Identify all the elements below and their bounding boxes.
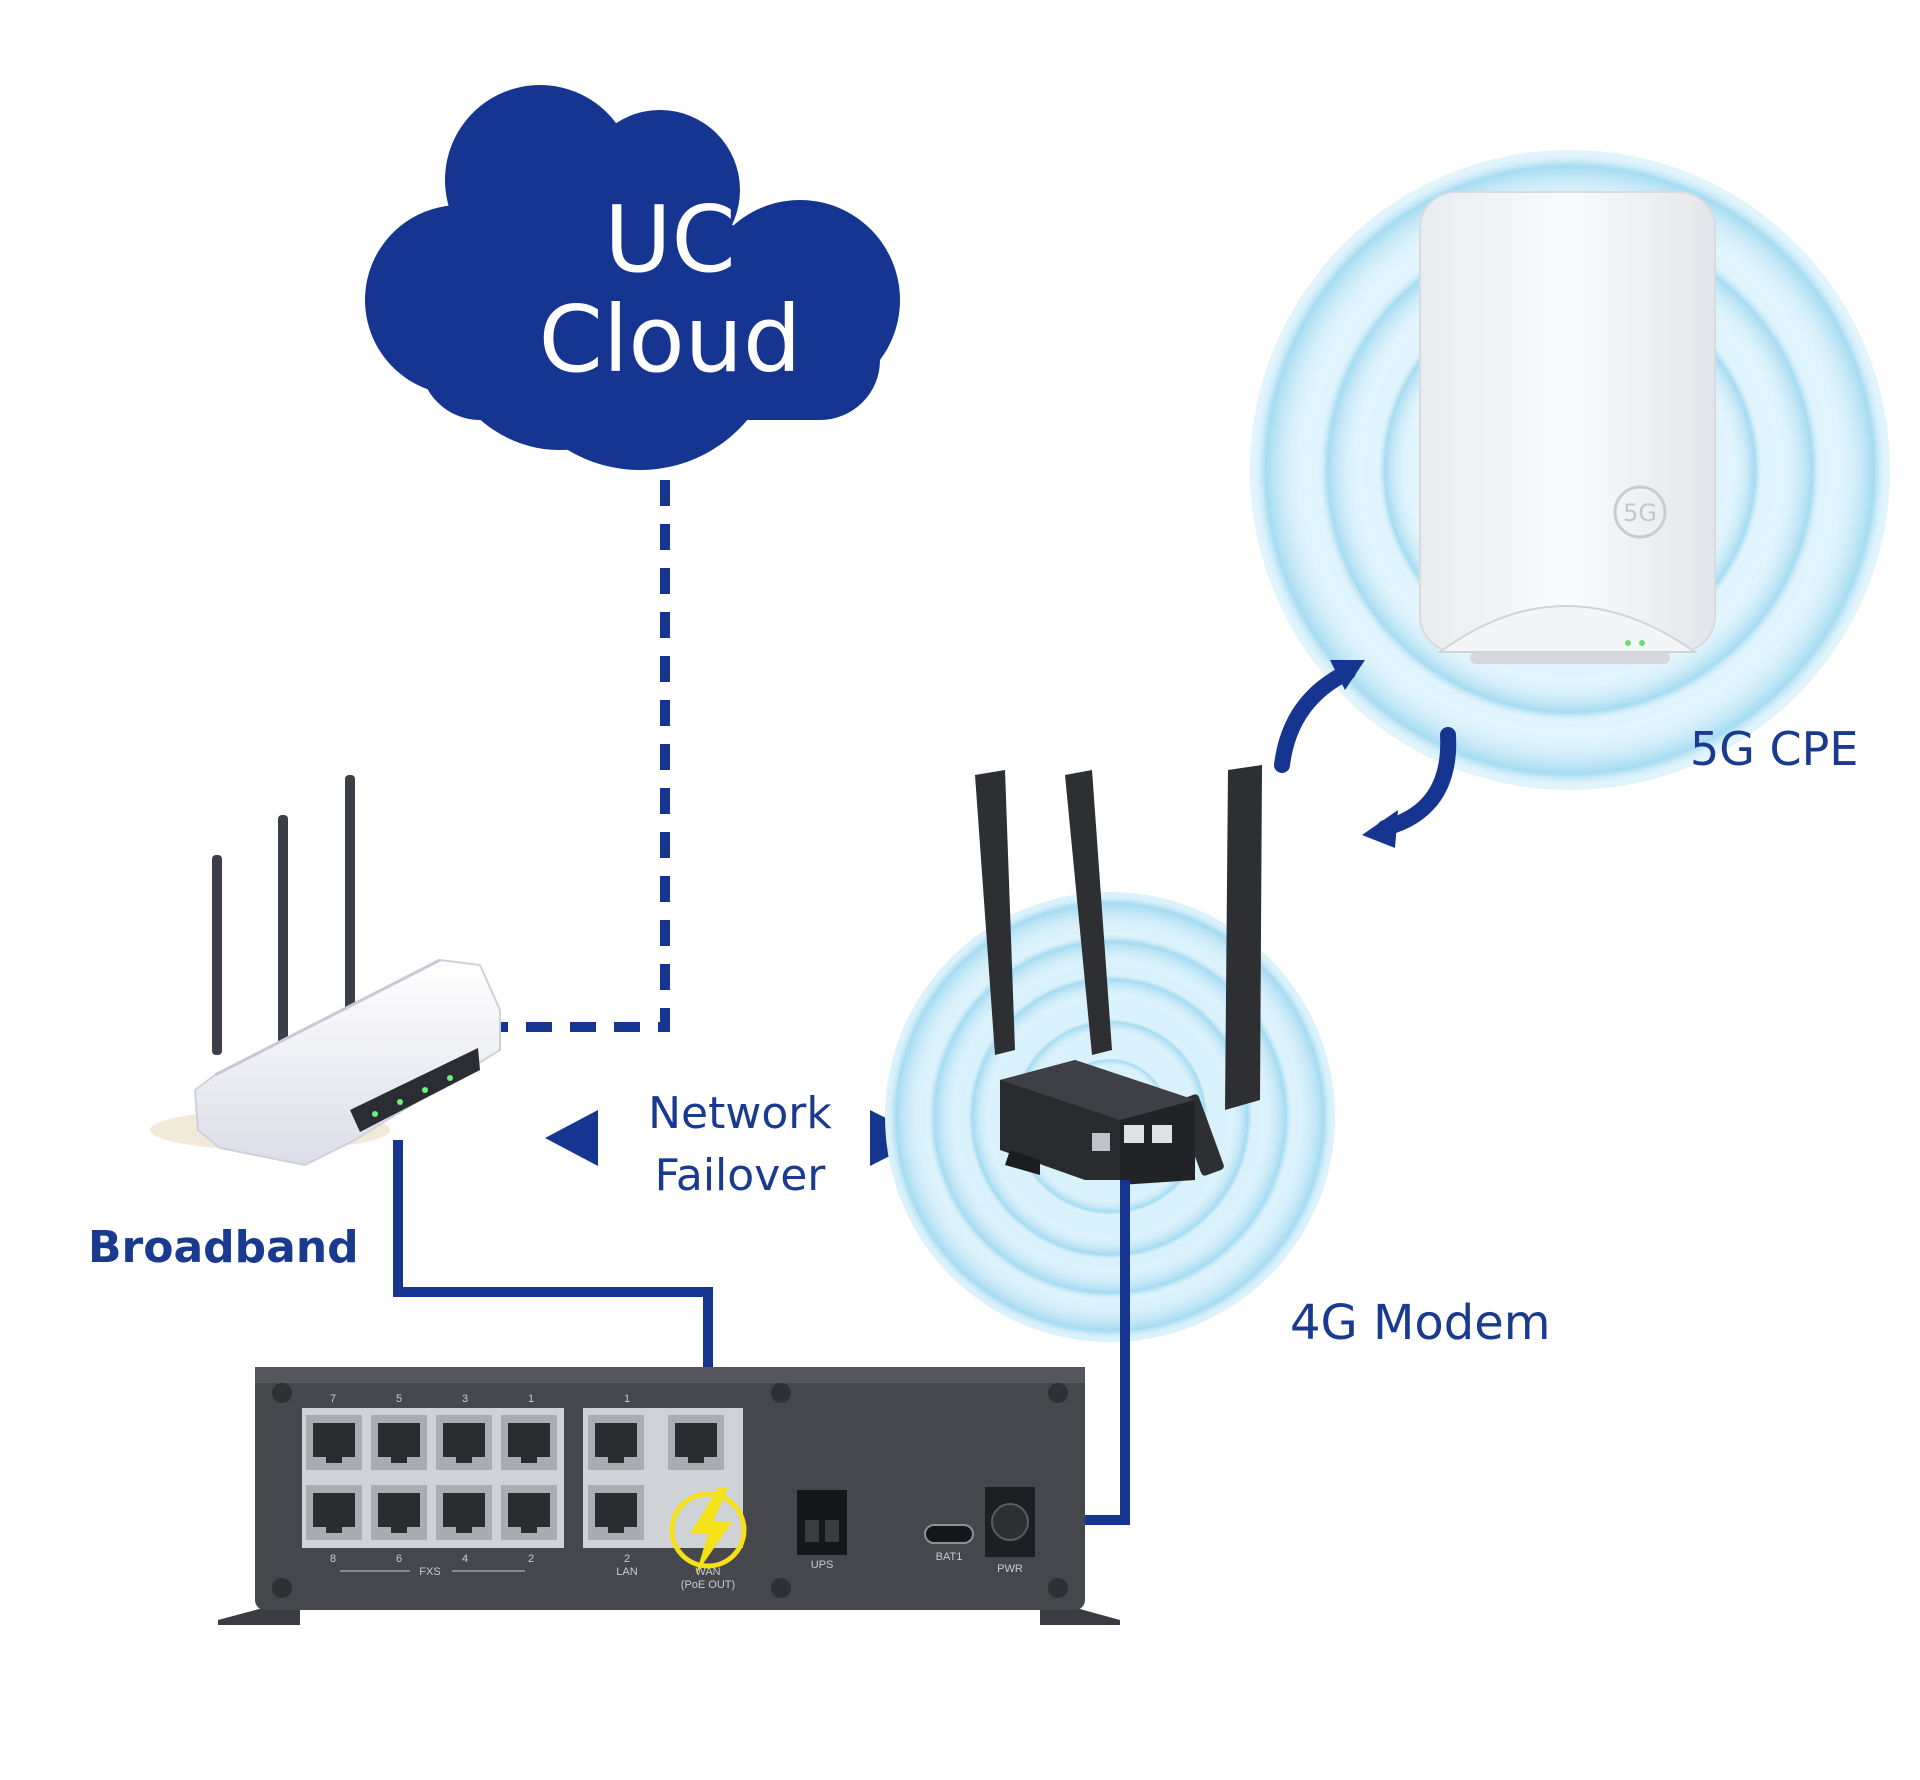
fxs-num-bottom-2: 4 <box>462 1553 468 1565</box>
fxs-ports <box>306 1415 557 1540</box>
fxs-port <box>306 1485 362 1540</box>
sync-arrows-icon <box>1274 660 1457 848</box>
lightning-icon <box>669 1488 747 1574</box>
fxs-port <box>436 1415 492 1470</box>
cpe-label: 5G CPE <box>1690 722 1859 776</box>
cpe-icon: 5G <box>1419 191 1716 664</box>
cloud-icon <box>365 85 900 470</box>
cloud-link-dashed <box>500 480 670 1032</box>
fxs-port <box>371 1485 427 1540</box>
broadband-label: Broadband <box>88 1222 359 1273</box>
cloud-title-line1: UC <box>604 186 736 293</box>
ups-connector <box>797 1490 847 1555</box>
modem-icon <box>975 765 1262 1185</box>
failover-label: Network Failover <box>615 1083 865 1207</box>
fxs-num-bottom-3: 2 <box>528 1553 534 1565</box>
lan-port <box>588 1485 644 1540</box>
bat-label: BAT1 <box>936 1551 963 1563</box>
wan-label: WAN <box>695 1566 720 1578</box>
ups-label: UPS <box>811 1559 834 1571</box>
fxs-label: FXS <box>419 1566 440 1578</box>
wan-port <box>668 1415 724 1470</box>
lan-wan-ports <box>588 1415 724 1540</box>
modem-label: 4G Modem <box>1290 1295 1551 1351</box>
lan-number-bottom: 2 <box>624 1553 630 1565</box>
fxs-num-bottom-0: 8 <box>330 1553 336 1565</box>
router-icon <box>150 775 501 1167</box>
fxs-num-bottom-1: 6 <box>396 1553 402 1565</box>
fxs-port <box>436 1485 492 1540</box>
cloud-title: UC Cloud <box>470 190 870 390</box>
poe-label: (PoE OUT) <box>681 1579 735 1591</box>
cpe-badge: 5G <box>1623 499 1657 527</box>
failover-arrow-left <box>545 1110 598 1166</box>
lan-number-top: 1 <box>624 1393 630 1405</box>
bat-port <box>924 1524 974 1544</box>
failover-label-line2: Failover <box>654 1150 826 1201</box>
broadband-link <box>393 1140 713 1440</box>
fxs-port <box>501 1415 557 1470</box>
fxs-num-top-0: 7 <box>330 1393 336 1405</box>
cloud-title-line2: Cloud <box>538 286 802 393</box>
lan-label: LAN <box>616 1566 637 1578</box>
failover-label-line1: Network <box>648 1088 832 1139</box>
lan-port <box>588 1415 644 1470</box>
fxs-num-top-2: 3 <box>462 1393 468 1405</box>
fxs-port <box>501 1485 557 1540</box>
fxs-num-top-1: 5 <box>396 1393 402 1405</box>
fxs-port <box>371 1415 427 1470</box>
fxs-num-top-3: 1 <box>528 1393 534 1405</box>
pwr-label: PWR <box>997 1563 1023 1575</box>
fxs-port <box>306 1415 362 1470</box>
